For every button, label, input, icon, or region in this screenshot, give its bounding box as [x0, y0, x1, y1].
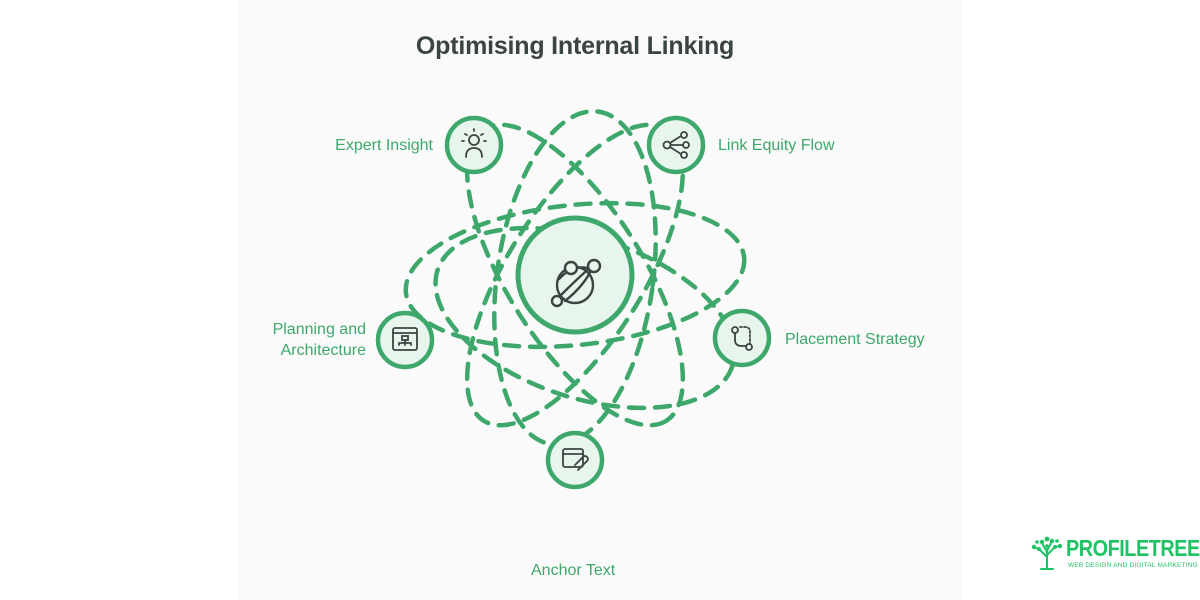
node-anchor-text[interactable]: [545, 430, 605, 490]
browser-link-icon: [562, 448, 589, 471]
profiletree-logo: PROFILETREE WEB DESIGN AND DIGITAL MARKE…: [1030, 535, 1200, 575]
node-placement-strategy[interactable]: [712, 308, 772, 368]
diagram-title: Optimising Internal Linking: [415, 32, 735, 60]
label-planning-line-1: Planning and: [272, 321, 366, 338]
orbit-ellipse-vertical: [492, 109, 658, 447]
node-planning-and-architecture[interactable]: [375, 310, 435, 370]
label-placement-strategy: Placement Strategy: [785, 331, 925, 348]
node-expert-insight[interactable]: [444, 115, 504, 175]
network-globe-icon: [550, 258, 602, 308]
center-hub: [515, 215, 635, 335]
route-path-icon: [731, 326, 753, 351]
brand-name: PROFILETREE: [1066, 535, 1200, 561]
orbit-ellipse-horizontal: [403, 200, 747, 350]
label-planning-line-2: Architecture: [280, 342, 366, 359]
share-nodes-icon: [662, 131, 690, 159]
label-anchor-text: Anchor Text: [531, 562, 616, 579]
sitemap-window-icon: [392, 327, 418, 351]
label-link-equity-flow: Link Equity Flow: [718, 137, 835, 154]
lightbulb-person-icon: [461, 128, 487, 158]
brand-tagline: WEB DESIGN AND DIGITAL MARKETING: [1068, 562, 1198, 569]
label-planning-and-architecture: Planning and Architecture: [236, 319, 366, 361]
label-expert-insight: Expert Insight: [335, 137, 433, 154]
orbit-ellipse-lower: [433, 225, 737, 411]
node-link-equity-flow[interactable]: [646, 115, 706, 175]
tree-logo-icon: [1031, 536, 1063, 570]
